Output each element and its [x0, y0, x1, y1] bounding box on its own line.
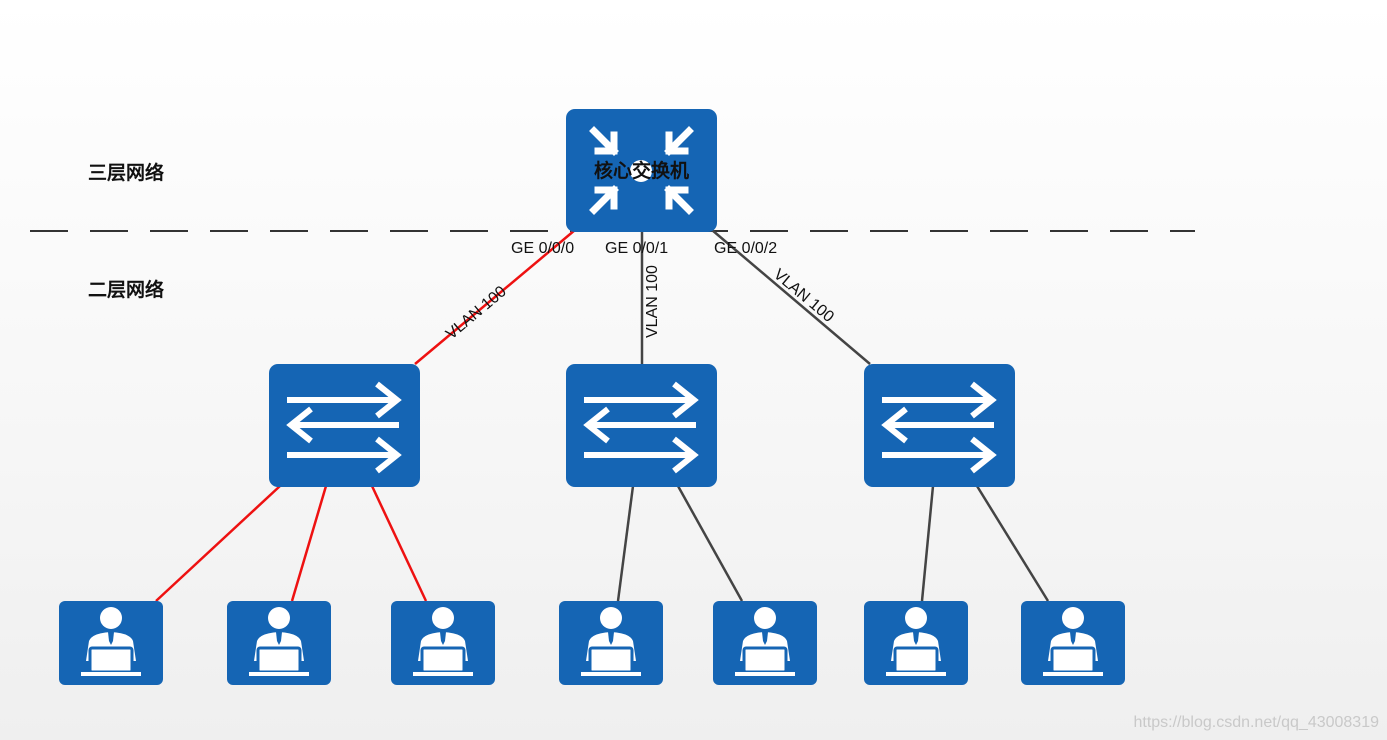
layer-2-label: 二层网络	[88, 279, 165, 301]
link-sw1-pc2	[290, 485, 328, 602]
link-sw2-pc4	[616, 485, 635, 602]
pc-7-icon[interactable]	[1019, 599, 1127, 687]
pc-4-icon[interactable]	[557, 599, 665, 687]
link-sw1-pc1	[155, 485, 281, 602]
vlan-label-sw2: VLAN 100	[644, 265, 661, 338]
port-label-ge000: GE 0/0/0	[511, 240, 575, 257]
link-sw2-pc5	[676, 485, 744, 602]
pc-5-icon[interactable]	[711, 599, 819, 687]
pc-3-icon[interactable]	[389, 599, 497, 687]
pc-6-icon[interactable]	[862, 599, 970, 687]
pc-1-icon[interactable]	[57, 599, 165, 687]
access-switch-2-icon[interactable]	[566, 364, 717, 487]
core-switch-icon[interactable]	[566, 109, 717, 232]
port-label-ge002: GE 0/0/2	[714, 240, 778, 257]
link-sw3-pc6	[920, 485, 935, 602]
link-core-sw1	[414, 229, 576, 365]
layer-3-label: 三层网络	[88, 162, 165, 184]
link-core-sw3	[711, 229, 871, 365]
watermark: https://blog.csdn.net/qq_43008319	[1133, 714, 1379, 731]
access-switch-1-icon[interactable]	[269, 364, 420, 487]
pc-2-icon[interactable]	[225, 599, 333, 687]
link-sw3-pc7	[975, 485, 1050, 602]
access-switch-3-icon[interactable]	[864, 364, 1015, 487]
port-label-ge001: GE 0/0/1	[605, 240, 669, 257]
link-sw1-pc3	[370, 485, 428, 602]
